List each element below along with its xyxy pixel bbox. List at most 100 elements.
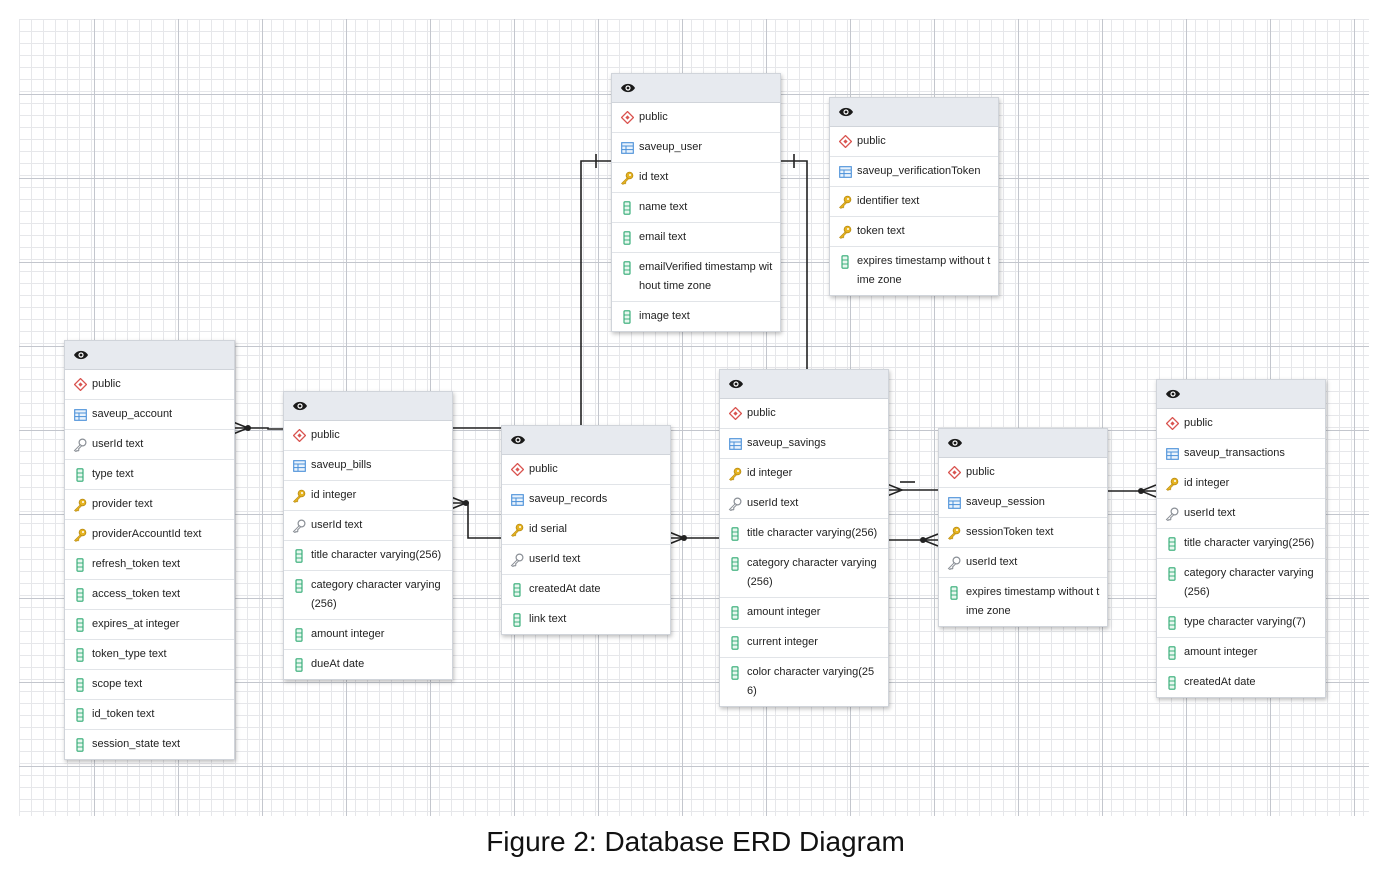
- schema-row[interactable]: public: [939, 458, 1107, 488]
- column-row[interactable]: token text: [830, 217, 998, 247]
- eye-icon[interactable]: [72, 346, 90, 365]
- column-row[interactable]: type text: [65, 460, 234, 490]
- eye-icon[interactable]: [509, 431, 527, 450]
- column-row[interactable]: token_type text: [65, 640, 234, 670]
- table-name-row[interactable]: saveup_transactions: [1157, 439, 1325, 469]
- column-row[interactable]: title character varying(256): [284, 541, 452, 571]
- column-row[interactable]: userId text: [284, 511, 452, 541]
- column-row[interactable]: emailVerified timestamp without time zon…: [612, 253, 780, 302]
- column-row[interactable]: userId text: [65, 430, 234, 460]
- schema-row[interactable]: public: [502, 455, 670, 485]
- eye-icon[interactable]: [727, 375, 745, 394]
- column-row[interactable]: image text: [612, 302, 780, 331]
- table-header[interactable]: [939, 429, 1107, 458]
- column-row[interactable]: id integer: [284, 481, 452, 511]
- column-row[interactable]: color character varying(256): [720, 658, 888, 706]
- row-label: public: [857, 135, 886, 147]
- column-row[interactable]: amount integer: [284, 620, 452, 650]
- schema-row[interactable]: public: [830, 127, 998, 157]
- column-row[interactable]: title character varying(256): [720, 519, 888, 549]
- eye-icon[interactable]: [837, 103, 855, 122]
- foreign-key-icon: [510, 550, 524, 569]
- table-header[interactable]: [502, 426, 670, 455]
- column-row[interactable]: expires_at integer: [65, 610, 234, 640]
- table-name-row[interactable]: saveup_records: [502, 485, 670, 515]
- column-row[interactable]: identifier text: [830, 187, 998, 217]
- column-row[interactable]: access_token text: [65, 580, 234, 610]
- column-row[interactable]: userId text: [502, 545, 670, 575]
- column-row[interactable]: refresh_token text: [65, 550, 234, 580]
- column-row[interactable]: createdAt date: [1157, 668, 1325, 697]
- column-row[interactable]: id text: [612, 163, 780, 193]
- column-row[interactable]: expires timestamp without time zone: [939, 578, 1107, 626]
- column-row[interactable]: name text: [612, 193, 780, 223]
- row-label: link text: [529, 613, 567, 625]
- column-row[interactable]: category character varying (256): [284, 571, 452, 620]
- table-name-row[interactable]: saveup_savings: [720, 429, 888, 459]
- schema-row[interactable]: public: [720, 399, 888, 429]
- column-icon: [728, 603, 742, 622]
- table-name-row[interactable]: saveup_session: [939, 488, 1107, 518]
- column-row[interactable]: id integer: [720, 459, 888, 489]
- column-row[interactable]: id serial: [502, 515, 670, 545]
- column-row[interactable]: expires timestamp without time zone: [830, 247, 998, 295]
- table-header[interactable]: [720, 370, 888, 399]
- column-row[interactable]: provider text: [65, 490, 234, 520]
- column-row[interactable]: email text: [612, 223, 780, 253]
- table-header[interactable]: [612, 74, 780, 103]
- table-name-row[interactable]: saveup_verificationToken: [830, 157, 998, 187]
- primary-key-icon: [510, 520, 524, 539]
- foreign-key-icon: [1165, 504, 1179, 523]
- primary-key-icon: [73, 495, 87, 514]
- foreign-key-icon: [292, 516, 306, 535]
- table-header[interactable]: [65, 341, 234, 370]
- schema-row[interactable]: public: [65, 370, 234, 400]
- column-row[interactable]: sessionToken text: [939, 518, 1107, 548]
- column-row[interactable]: title character varying(256): [1157, 529, 1325, 559]
- table-name-row[interactable]: saveup_account: [65, 400, 234, 430]
- row-label: userId text: [529, 553, 581, 565]
- row-label: name text: [639, 201, 688, 213]
- row-label: amount integer: [311, 628, 385, 640]
- row-label: session_state text: [92, 738, 181, 750]
- column-row[interactable]: createdAt date: [502, 575, 670, 605]
- column-row[interactable]: amount integer: [1157, 638, 1325, 668]
- column-row[interactable]: category character varying (256): [720, 549, 888, 598]
- schema-row[interactable]: public: [284, 421, 452, 451]
- eye-icon[interactable]: [291, 397, 309, 416]
- schema-row[interactable]: public: [612, 103, 780, 133]
- column-row[interactable]: id_token text: [65, 700, 234, 730]
- column-row[interactable]: id integer: [1157, 469, 1325, 499]
- eye-icon[interactable]: [946, 434, 964, 453]
- column-row[interactable]: providerAccountId text: [65, 520, 234, 550]
- column-row[interactable]: userId text: [939, 548, 1107, 578]
- table-name-row[interactable]: saveup_user: [612, 133, 780, 163]
- column-icon: [947, 583, 961, 602]
- column-row[interactable]: userId text: [720, 489, 888, 519]
- table-header[interactable]: [830, 98, 998, 127]
- column-row[interactable]: amount integer: [720, 598, 888, 628]
- column-row[interactable]: dueAt date: [284, 650, 452, 679]
- column-row[interactable]: link text: [502, 605, 670, 634]
- table-header[interactable]: [284, 392, 452, 421]
- column-row[interactable]: current integer: [720, 628, 888, 658]
- column-row[interactable]: session_state text: [65, 730, 234, 759]
- table-header[interactable]: [1157, 380, 1325, 409]
- eye-icon[interactable]: [619, 79, 637, 98]
- column-icon: [292, 625, 306, 644]
- table-name-row[interactable]: saveup_bills: [284, 451, 452, 481]
- column-row[interactable]: type character varying(7): [1157, 608, 1325, 638]
- column-row[interactable]: userId text: [1157, 499, 1325, 529]
- schema-row[interactable]: public: [1157, 409, 1325, 439]
- eye-icon[interactable]: [1164, 385, 1182, 404]
- column-row[interactable]: category character varying (256): [1157, 559, 1325, 608]
- column-row[interactable]: scope text: [65, 670, 234, 700]
